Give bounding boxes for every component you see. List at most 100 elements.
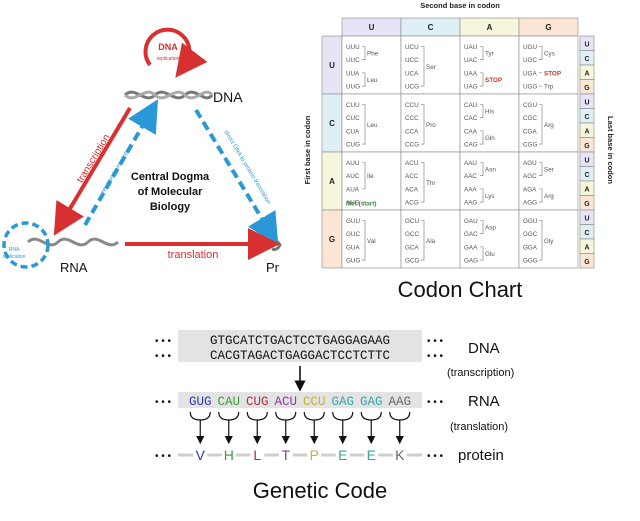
codon-triplet: GUU — [346, 218, 360, 225]
amino-acid-label: Tyr — [485, 51, 494, 58]
codon-triplet: GGU — [523, 218, 538, 225]
codon-triplet: CCG — [405, 142, 419, 149]
codon-bracket — [480, 46, 484, 60]
amino-acid-label: Lys — [485, 193, 495, 200]
amino-acid-label: Ser — [426, 64, 436, 71]
dna-dots-left-top: • • • — [155, 336, 172, 347]
codon-col-header: G — [545, 23, 551, 32]
amino-acid-label: Ile — [367, 173, 374, 180]
codon-bracket — [480, 246, 484, 261]
codon-triplet: UAU — [464, 44, 478, 51]
codon-triplet: AAG — [464, 200, 477, 207]
rna-codon: CCU — [303, 395, 326, 409]
codon-triplet: CUG — [346, 142, 360, 149]
amino-acid-label: His — [485, 109, 494, 116]
codon-bracket — [362, 162, 366, 190]
rna-replication-sublabel: replication — [3, 254, 26, 260]
amino-acid-label: Asn — [485, 167, 496, 174]
last-base-label: A — [584, 128, 589, 135]
last-base-bg — [579, 253, 595, 269]
codon-triplet: GCC — [405, 231, 419, 238]
dna-dots-right-top: • • • — [427, 336, 444, 347]
amino-acid-letter: V — [196, 447, 206, 463]
codon-left-axis: First base in codon — [303, 115, 312, 184]
codon-cell — [518, 209, 579, 269]
protein-label: Pr — [266, 260, 280, 275]
rna-helix — [26, 237, 120, 247]
amino-acid-bg — [392, 447, 407, 463]
dna-dots-left-bottom: • • • — [155, 351, 172, 362]
rna-replication-label: RNA — [9, 247, 20, 253]
codon-triplet: ACC — [405, 173, 419, 180]
codon-triplet: CGC — [523, 115, 537, 122]
amino-acid-bg — [193, 447, 208, 463]
codon-col-header: C — [428, 23, 434, 32]
protein-shape — [270, 240, 282, 251]
codon-cell — [518, 35, 579, 95]
codon-row-header: U — [329, 61, 335, 70]
codon-triplet: UGA — [523, 70, 537, 77]
codon-triplet: CUC — [346, 115, 360, 122]
stop-codon-label: STOP — [485, 77, 502, 84]
codon-triplet: CCU — [405, 102, 419, 109]
codon-triplet: UUA — [346, 70, 360, 77]
codon-triplet: GAA — [464, 244, 478, 251]
last-base-label: G — [584, 259, 590, 266]
codon-triplet: UCU — [405, 44, 419, 51]
codon-triplet: AUC — [346, 173, 360, 180]
codon-triplet: CAA — [464, 128, 478, 135]
codon-col-header: U — [369, 23, 375, 32]
codon-bracket — [421, 220, 425, 261]
codon-cell — [518, 93, 579, 153]
codon-row-header: A — [329, 177, 335, 186]
last-base-label: U — [584, 157, 589, 164]
codon-triplet: UAC — [464, 57, 478, 64]
codon-bracket — [421, 162, 425, 203]
codon-cell — [400, 209, 461, 269]
amino-acid-bg — [307, 447, 322, 463]
amino-acid-label: Cys — [544, 51, 555, 58]
codon-triplet: GGG — [523, 258, 538, 265]
last-base-label: A — [584, 244, 589, 251]
codon-triplet: GCU — [405, 218, 419, 225]
last-base-label: U — [584, 41, 589, 48]
genetic-code-diagram: GTGCATCTGACTCCTGAGGAGAAG CACGTAGACTGAGGA… — [155, 330, 514, 464]
codon-bracket — [539, 188, 543, 203]
dna-dots-right-bottom: • • • — [427, 351, 444, 362]
dna-label: DNA — [213, 89, 243, 105]
codon-group-bracket — [303, 411, 325, 421]
amino-acid-letter: L — [253, 447, 261, 463]
codon-triplet: GCA — [405, 244, 419, 251]
codon-triplet: UGU — [523, 44, 537, 51]
amino-acid-bg — [278, 447, 293, 463]
amino-acid-letter: P — [310, 447, 319, 463]
translation-side-label: (translation) — [450, 421, 508, 433]
codon-triplet: GUG — [346, 258, 360, 265]
codon-triplet: ACU — [405, 160, 419, 167]
rna-dots-left: • • • — [155, 397, 172, 408]
codon-triplet: UUC — [346, 57, 360, 64]
codon-bracket — [362, 72, 366, 87]
codon-triplet: CCC — [405, 115, 419, 122]
codon-triplet: UGG — [523, 84, 537, 91]
transcription-side-label: (transcription) — [447, 367, 514, 379]
amino-acid-letter: H — [224, 447, 234, 463]
rna-codon: AAG — [388, 395, 411, 409]
codon-bracket — [539, 104, 543, 145]
codon-triplet: CAG — [464, 142, 478, 149]
codon-triplet: AGG — [523, 200, 537, 207]
codon-triplet: GUC — [346, 231, 360, 238]
codon-triplet: AUU — [346, 160, 360, 167]
amino-acid-bg — [335, 447, 350, 463]
rna-strand-box — [178, 392, 422, 408]
codon-triplet: GGC — [523, 231, 538, 238]
central-dogma-title-3: Biology — [150, 201, 191, 213]
last-base-label: C — [584, 172, 589, 179]
codon-right-axis: Last base in codon — [606, 116, 615, 184]
codon-cell — [400, 151, 461, 211]
dna-top-strand: GTGCATCTGACTCCTGAGGAGAAG — [210, 334, 390, 348]
codon-group-bracket — [246, 411, 268, 421]
amino-acid-bg — [364, 447, 379, 463]
last-base-label: C — [584, 230, 589, 237]
codon-bracket — [480, 104, 484, 118]
